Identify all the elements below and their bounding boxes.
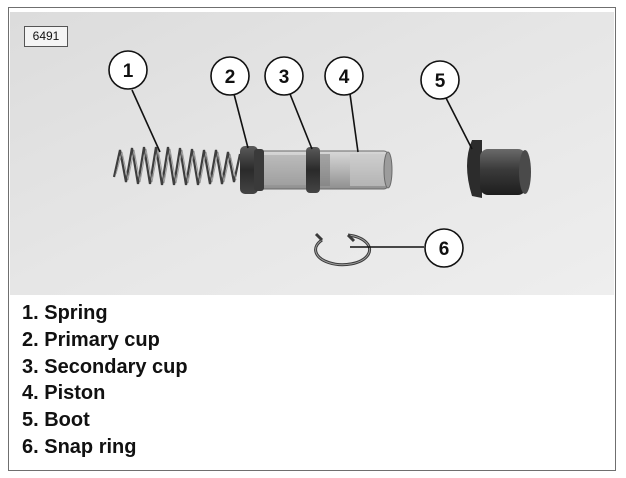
callout-6-label: 6 (439, 239, 450, 260)
callout-3-label: 3 (279, 67, 290, 88)
callout-5: 5 (420, 60, 460, 100)
spring-part (112, 146, 242, 186)
piston-assembly (240, 146, 393, 194)
callout-3: 3 (264, 56, 304, 96)
leader-line-4 (349, 93, 359, 153)
callout-5-label: 5 (435, 71, 446, 92)
callout-4-label: 4 (339, 67, 350, 88)
figure-id-label: 6491 (24, 26, 68, 47)
leader-line-5 (445, 97, 473, 150)
legend-item-primary-cup: 2. Primary cup (22, 328, 160, 351)
callout-2: 2 (210, 56, 250, 96)
legend-item-spring: 1. Spring (22, 302, 108, 324)
leader-line-1 (131, 89, 161, 153)
callout-1: 1 (108, 50, 148, 90)
boot-part (467, 140, 531, 198)
leader-line-3 (289, 93, 313, 150)
snap-ring-part (314, 232, 372, 267)
parts-photo: 1 2 3 4 5 6 (10, 12, 614, 295)
legend-item-piston: 4. Piston (22, 382, 106, 405)
callout-1-label: 1 (123, 61, 134, 82)
callout-2-label: 2 (225, 67, 236, 88)
legend-item-secondary-cup: 3. Secondary cup (22, 355, 188, 378)
leader-line-2 (233, 93, 249, 149)
callout-6: 6 (424, 228, 464, 268)
callout-4: 4 (324, 56, 364, 96)
legend-item-boot: 5. Boot (22, 409, 90, 432)
legend-item-snap-ring: 6. Snap ring (22, 435, 137, 458)
parts-legend: 1. Spring 2. Primary cup 3. Secondary cu… (22, 300, 188, 461)
